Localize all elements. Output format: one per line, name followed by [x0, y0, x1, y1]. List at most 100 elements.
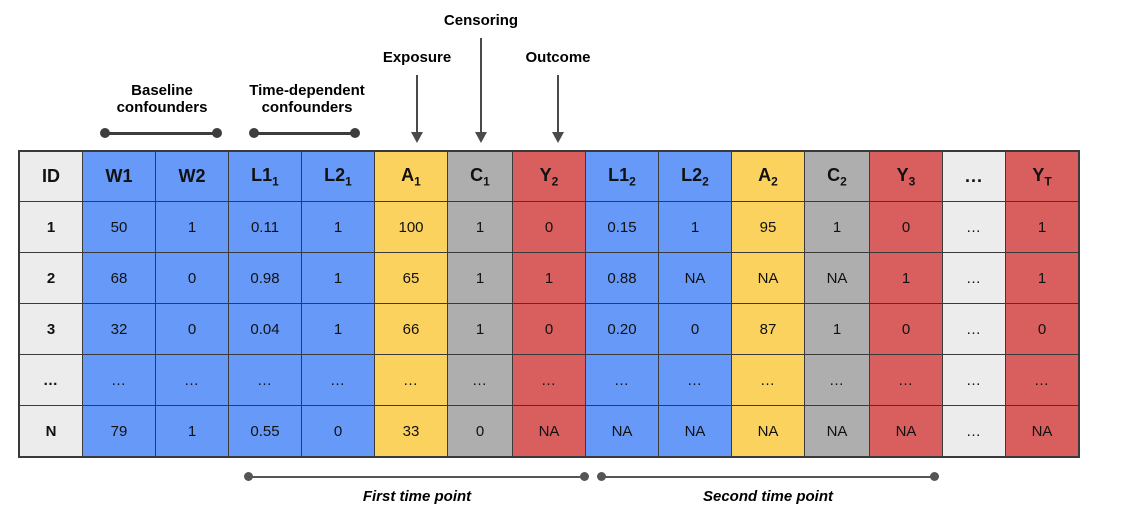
table-cell: … — [1005, 354, 1080, 406]
arrow-shaft — [480, 38, 482, 132]
table-cell: 1 — [1005, 201, 1080, 253]
column-header-l11: L11 — [228, 150, 302, 202]
table-cell: NA — [658, 252, 732, 304]
column-header-a1: A1 — [374, 150, 448, 202]
header-subscript: 1 — [345, 174, 352, 189]
bracket-first-time-point — [244, 472, 589, 482]
table-row: ……………………………………… — [18, 354, 1080, 406]
table-cell: 1 — [869, 252, 943, 304]
table-cell: NA — [731, 405, 805, 458]
bracket-bar — [601, 476, 935, 478]
table-cell: … — [942, 354, 1006, 406]
header-subscript: 1 — [414, 174, 421, 189]
bracket-cap-right — [350, 128, 360, 138]
arrow-shaft — [557, 75, 559, 132]
table-cell: 1 — [155, 201, 229, 253]
bracket-second-time-point — [597, 472, 939, 482]
table-cell: 0 — [512, 303, 586, 355]
table-cell: … — [585, 354, 659, 406]
table-cell: … — [869, 354, 943, 406]
header-subscript: 1 — [272, 174, 279, 189]
bracket-bar — [248, 476, 585, 478]
table-cell: NA — [1005, 405, 1080, 458]
table-cell: 1 — [512, 252, 586, 304]
row-id-cell: N — [18, 405, 83, 458]
table-cell: 1 — [447, 201, 513, 253]
bracket-time-dependent-confounders — [249, 128, 360, 138]
row-id-cell: … — [18, 354, 83, 406]
table-cell: 65 — [374, 252, 448, 304]
table-cell: 1 — [804, 201, 870, 253]
table-cell: 0.15 — [585, 201, 659, 253]
table-cell: 1 — [447, 252, 513, 304]
table-cell: 0 — [447, 405, 513, 458]
header-base: L1 — [251, 164, 273, 185]
table-cell: 0.98 — [228, 252, 302, 304]
table-cell: … — [804, 354, 870, 406]
row-id-cell: 3 — [18, 303, 83, 355]
table-cell: … — [301, 354, 375, 406]
table-cell: 0 — [1005, 303, 1080, 355]
table-cell: … — [731, 354, 805, 406]
header-base: L1 — [608, 164, 630, 185]
table-cell: 50 — [82, 201, 156, 253]
bracket-bar — [104, 132, 218, 135]
table-cell: NA — [731, 252, 805, 304]
label-outcome: Outcome — [525, 49, 591, 66]
table-cell: 0 — [155, 303, 229, 355]
table-cell: 33 — [374, 405, 448, 458]
header-base: A — [758, 164, 772, 185]
header-base: Y — [896, 164, 909, 185]
table-cell: 0 — [512, 201, 586, 253]
table-cell: 87 — [731, 303, 805, 355]
table-cell: … — [942, 303, 1006, 355]
table-cell: 1 — [804, 303, 870, 355]
table-cell: 1 — [155, 405, 229, 458]
row-id-cell: 2 — [18, 252, 83, 304]
label-censoring: Censoring — [443, 12, 519, 29]
header-base: L2 — [324, 164, 346, 185]
arrow-head — [552, 132, 564, 143]
table-cell: … — [374, 354, 448, 406]
table-cell: 68 — [82, 252, 156, 304]
label-exposure: Exposure — [382, 49, 452, 66]
row-id-cell: 1 — [18, 201, 83, 253]
table-cell: 0 — [869, 303, 943, 355]
header-subscript: 2 — [702, 174, 709, 189]
table-cell: NA — [804, 405, 870, 458]
table-cell: 0.88 — [585, 252, 659, 304]
table-cell: … — [512, 354, 586, 406]
arrow-outcome — [551, 75, 565, 143]
table-cell: 100 — [374, 201, 448, 253]
column-header-w1: W1 — [82, 150, 156, 202]
table-cell: 0.20 — [585, 303, 659, 355]
table-cell: 79 — [82, 405, 156, 458]
table-cell: 1 — [1005, 252, 1080, 304]
column-header-l12: L12 — [585, 150, 659, 202]
table-cell: 1 — [301, 303, 375, 355]
bracket-cap-right — [930, 472, 939, 481]
header-subscript: 3 — [908, 174, 916, 189]
table-cell: 0 — [869, 201, 943, 253]
table-cell: 1 — [447, 303, 513, 355]
header-subscript: 1 — [483, 174, 490, 189]
arrow-shaft — [416, 75, 418, 132]
table-cell: … — [447, 354, 513, 406]
header-base: Y — [1032, 164, 1045, 185]
header-base: A — [401, 164, 415, 185]
label-first-time-point: First time point — [362, 488, 472, 505]
table-cell: … — [658, 354, 732, 406]
bracket-cap-right — [212, 128, 222, 138]
table-cell: 0.55 — [228, 405, 302, 458]
table-cell: 32 — [82, 303, 156, 355]
bracket-cap-right — [580, 472, 589, 481]
header-base: Y — [539, 164, 552, 185]
label-second-time-point: Second time point — [702, 488, 833, 505]
